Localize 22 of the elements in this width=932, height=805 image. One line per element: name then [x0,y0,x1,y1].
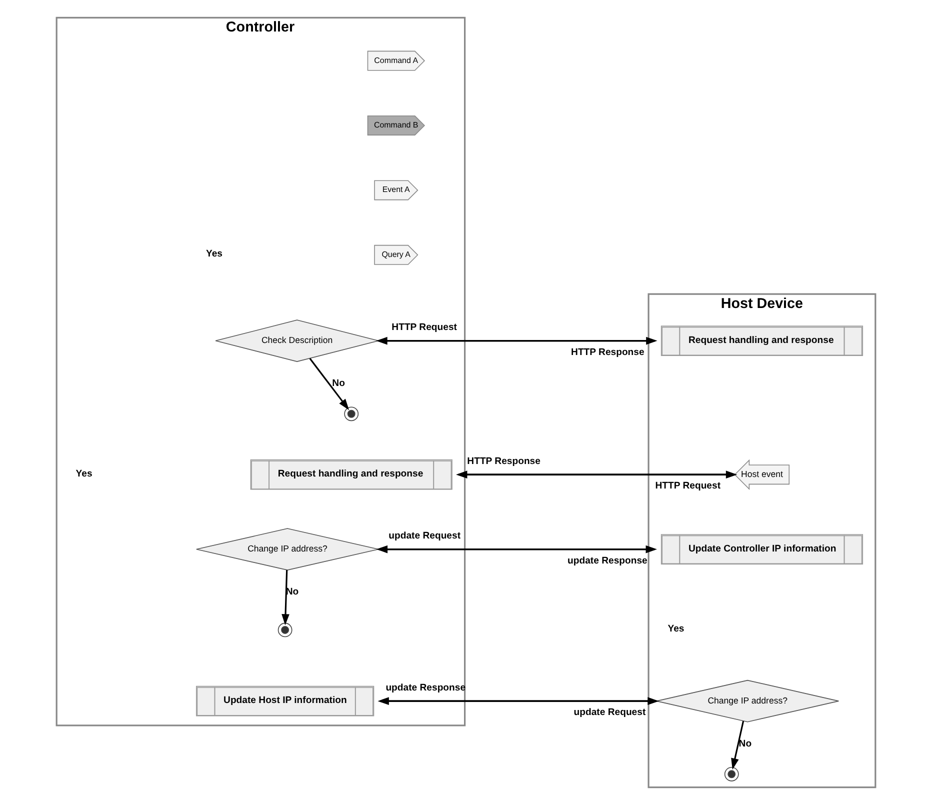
edge-label: HTTP Request [392,322,457,334]
arrow [309,358,350,410]
edge-label: update Request [574,707,646,718]
edge-label: HTTP Request [655,480,721,492]
edge-label: HTTP Response [467,456,540,467]
edge-label: No [332,378,345,390]
edge-label: update Response [386,682,466,694]
label: Yes [76,468,92,480]
node-circle [344,406,359,422]
node-circle [724,766,739,782]
node-diamond: Change IP address? [656,680,840,722]
arrow [731,720,744,770]
arrow [282,570,290,626]
edge-label: No [738,738,752,750]
node-diamond: Check Description [215,320,379,362]
node-circle [278,622,292,638]
edge-label: update Response [568,555,648,566]
label: Yes [206,248,222,260]
edge-label: update Request [388,530,461,542]
node-diamond: Change IP address? [196,528,379,570]
edge-label: HTTP Response [571,346,644,358]
label: Yes [668,624,684,635]
